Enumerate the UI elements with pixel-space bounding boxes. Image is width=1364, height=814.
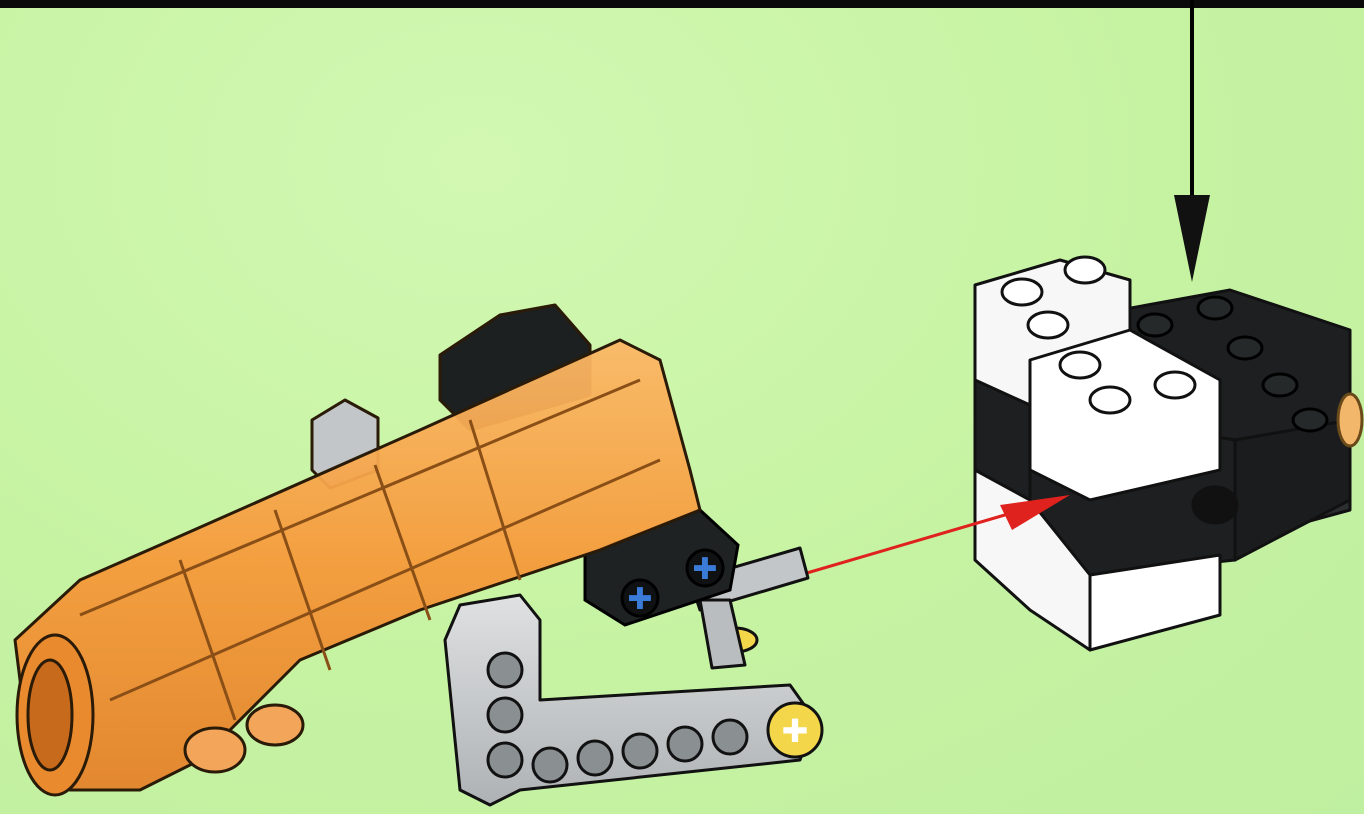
blue-cross-glyph-right: ✚ [692,552,717,587]
blue-cross-glyph-left: ✚ [627,582,652,617]
down-arrow [1174,0,1210,282]
brick-assembly [975,257,1362,650]
bush-cross-glyph: ✚ [782,712,809,750]
